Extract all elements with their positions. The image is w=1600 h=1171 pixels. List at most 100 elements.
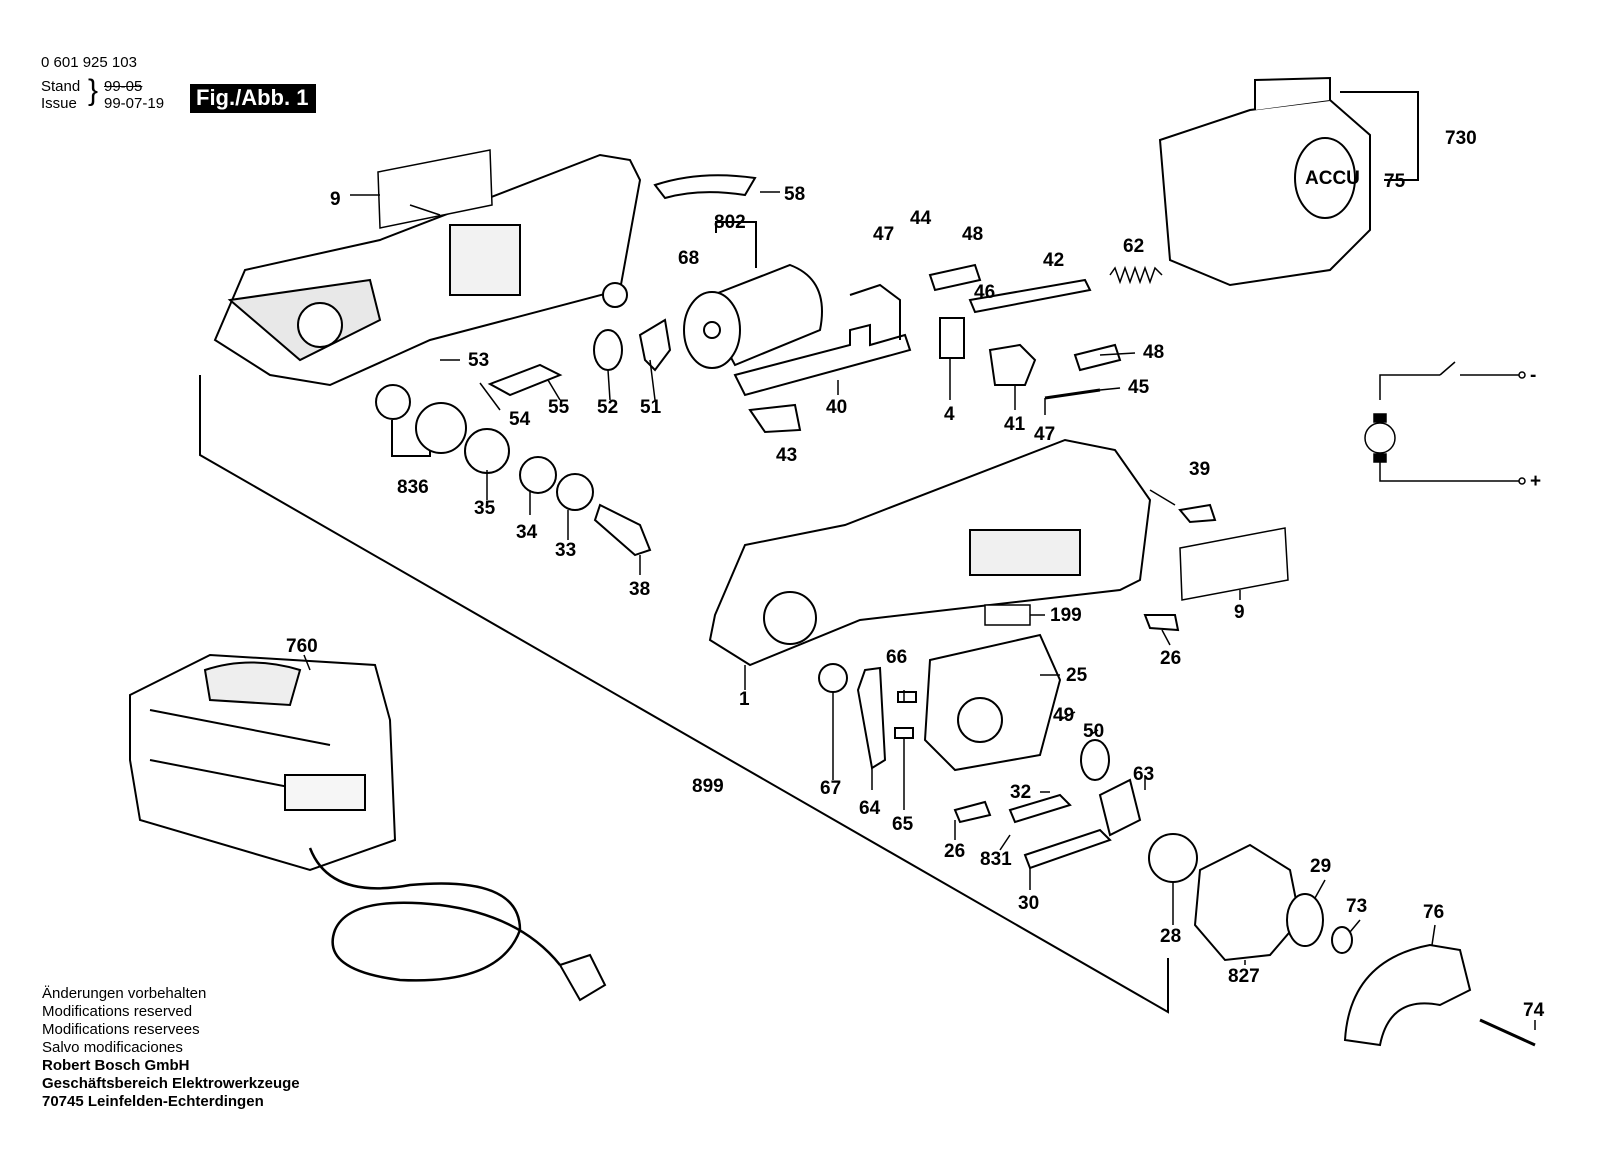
housing-half-icon xyxy=(213,153,642,387)
part-label: 42 xyxy=(1043,250,1064,271)
issue-label: Issue xyxy=(41,95,77,112)
part-label: 1 xyxy=(739,689,750,710)
part-label: 68 xyxy=(678,248,699,269)
label-plate-icon xyxy=(377,149,493,229)
guide-plate-icon xyxy=(856,666,887,770)
bracket-icon xyxy=(748,403,802,434)
part-label: 54 xyxy=(509,409,531,430)
part-label: 48 xyxy=(962,224,983,245)
contact-plate-upper-icon xyxy=(928,263,982,292)
part-number: 0 601 925 103 xyxy=(41,54,137,71)
footer-line: Modifications reserved xyxy=(42,1003,193,1020)
part-labels: 9 58 802 68 47 44 48 46 42 62 730 75 53 … xyxy=(286,128,1545,1021)
clip-icon xyxy=(653,174,757,200)
company-address: 70745 Leinfelden-Echterdingen xyxy=(42,1093,264,1110)
washer-icon xyxy=(818,663,848,693)
stand-date: 99-05 xyxy=(104,78,143,95)
part-label: 51 xyxy=(640,397,662,418)
part-label: 55 xyxy=(548,397,570,418)
company-division: Geschäftsbereich Elektrowerkzeuge xyxy=(42,1075,300,1092)
label-small-icon xyxy=(984,604,1031,626)
part-label: 47 xyxy=(873,224,894,245)
blade-guard-icon xyxy=(1343,943,1472,1047)
part-label: 831 xyxy=(980,849,1012,870)
part-label: 74 xyxy=(1523,1000,1545,1021)
part-label: 29 xyxy=(1310,856,1331,877)
part-label: 46 xyxy=(974,282,995,303)
stand-label: Stand xyxy=(41,78,81,95)
spring-icon xyxy=(1109,265,1163,285)
plug-icon xyxy=(558,953,607,1002)
pin-65-icon xyxy=(894,727,914,739)
screw-26-icon xyxy=(953,800,992,824)
part-label: 34 xyxy=(516,522,538,543)
part-label: 25 xyxy=(1066,665,1088,686)
ball-bearing-icon xyxy=(556,473,594,511)
part-label: 41 xyxy=(1004,414,1026,435)
part-label: 30 xyxy=(1018,893,1039,914)
power-cord-icon xyxy=(308,847,561,982)
part-label: 63 xyxy=(1133,764,1154,785)
part-label: 43 xyxy=(776,445,797,466)
clamping-flange-icon xyxy=(1286,893,1324,947)
screw-icon xyxy=(1143,614,1180,632)
blade-guard-plate-icon xyxy=(1023,828,1112,870)
worm-shaft-icon xyxy=(487,363,563,397)
group-bracket-802 xyxy=(715,221,757,268)
company-name: Robert Bosch GmbH xyxy=(42,1057,190,1074)
part-label: 50 xyxy=(1083,721,1104,742)
part-label: 730 xyxy=(1445,128,1477,149)
switch-icon xyxy=(939,317,965,359)
part-label: 35 xyxy=(474,498,496,519)
figure-label: Fig./Abb. 1 xyxy=(190,84,317,113)
part-label: 53 xyxy=(468,350,489,371)
part-label: 199 xyxy=(1050,605,1082,626)
battery-pack-icon: ACCU xyxy=(1158,76,1371,287)
footer-line: Änderungen vorbehalten xyxy=(42,985,207,1002)
motor-icon xyxy=(683,263,823,369)
bracket-63-icon xyxy=(1098,778,1142,837)
part-label: 4 xyxy=(944,404,955,425)
gear-cover-icon xyxy=(923,633,1062,772)
part-label: 32 xyxy=(1010,782,1031,803)
fan-icon xyxy=(638,318,672,372)
plus-terminal: + xyxy=(1530,471,1541,492)
circuit-schematic xyxy=(1364,361,1526,485)
part-label: 40 xyxy=(826,397,847,418)
part-label: 760 xyxy=(286,636,318,657)
part-label: 38 xyxy=(629,579,650,600)
group-bracket-899 xyxy=(199,375,1169,1014)
part-label: 75 xyxy=(1384,171,1406,192)
part-label: 26 xyxy=(1160,648,1181,669)
lever-icon xyxy=(1008,793,1072,824)
screw-74-icon xyxy=(1479,1018,1536,1047)
retaining-ring-icon xyxy=(519,456,557,494)
part-label: 76 xyxy=(1423,902,1444,923)
part-label: 65 xyxy=(892,814,914,835)
nut-icon xyxy=(1331,926,1353,954)
part-label: 48 xyxy=(1143,342,1164,363)
part-label: 45 xyxy=(1128,377,1150,398)
label-plate-right-icon xyxy=(1179,527,1289,601)
bush-icon xyxy=(375,384,411,420)
minus-terminal: - xyxy=(1530,365,1536,386)
leader-lines xyxy=(303,179,1536,1030)
part-label: 47 xyxy=(1034,424,1055,445)
part-label: 802 xyxy=(714,212,746,233)
contact-plate-icon xyxy=(1073,343,1122,372)
part-label: 52 xyxy=(597,397,618,418)
part-label: 62 xyxy=(1123,236,1144,257)
battery-logo-text: ACCU xyxy=(1305,168,1360,189)
slide-bar-icon xyxy=(968,278,1092,314)
part-label: 827 xyxy=(1228,966,1260,987)
saw-blade-icon xyxy=(1193,843,1302,962)
footer-notes: Änderungen vorbehalten Modifications res… xyxy=(42,985,300,1111)
main-housing-icon xyxy=(708,438,1152,667)
part-label: 26 xyxy=(944,841,965,862)
spindle-icon xyxy=(593,503,652,557)
footer-line: Salvo modificaciones xyxy=(42,1039,183,1056)
part-label: 49 xyxy=(1053,705,1074,726)
pin-66-icon xyxy=(897,691,917,703)
